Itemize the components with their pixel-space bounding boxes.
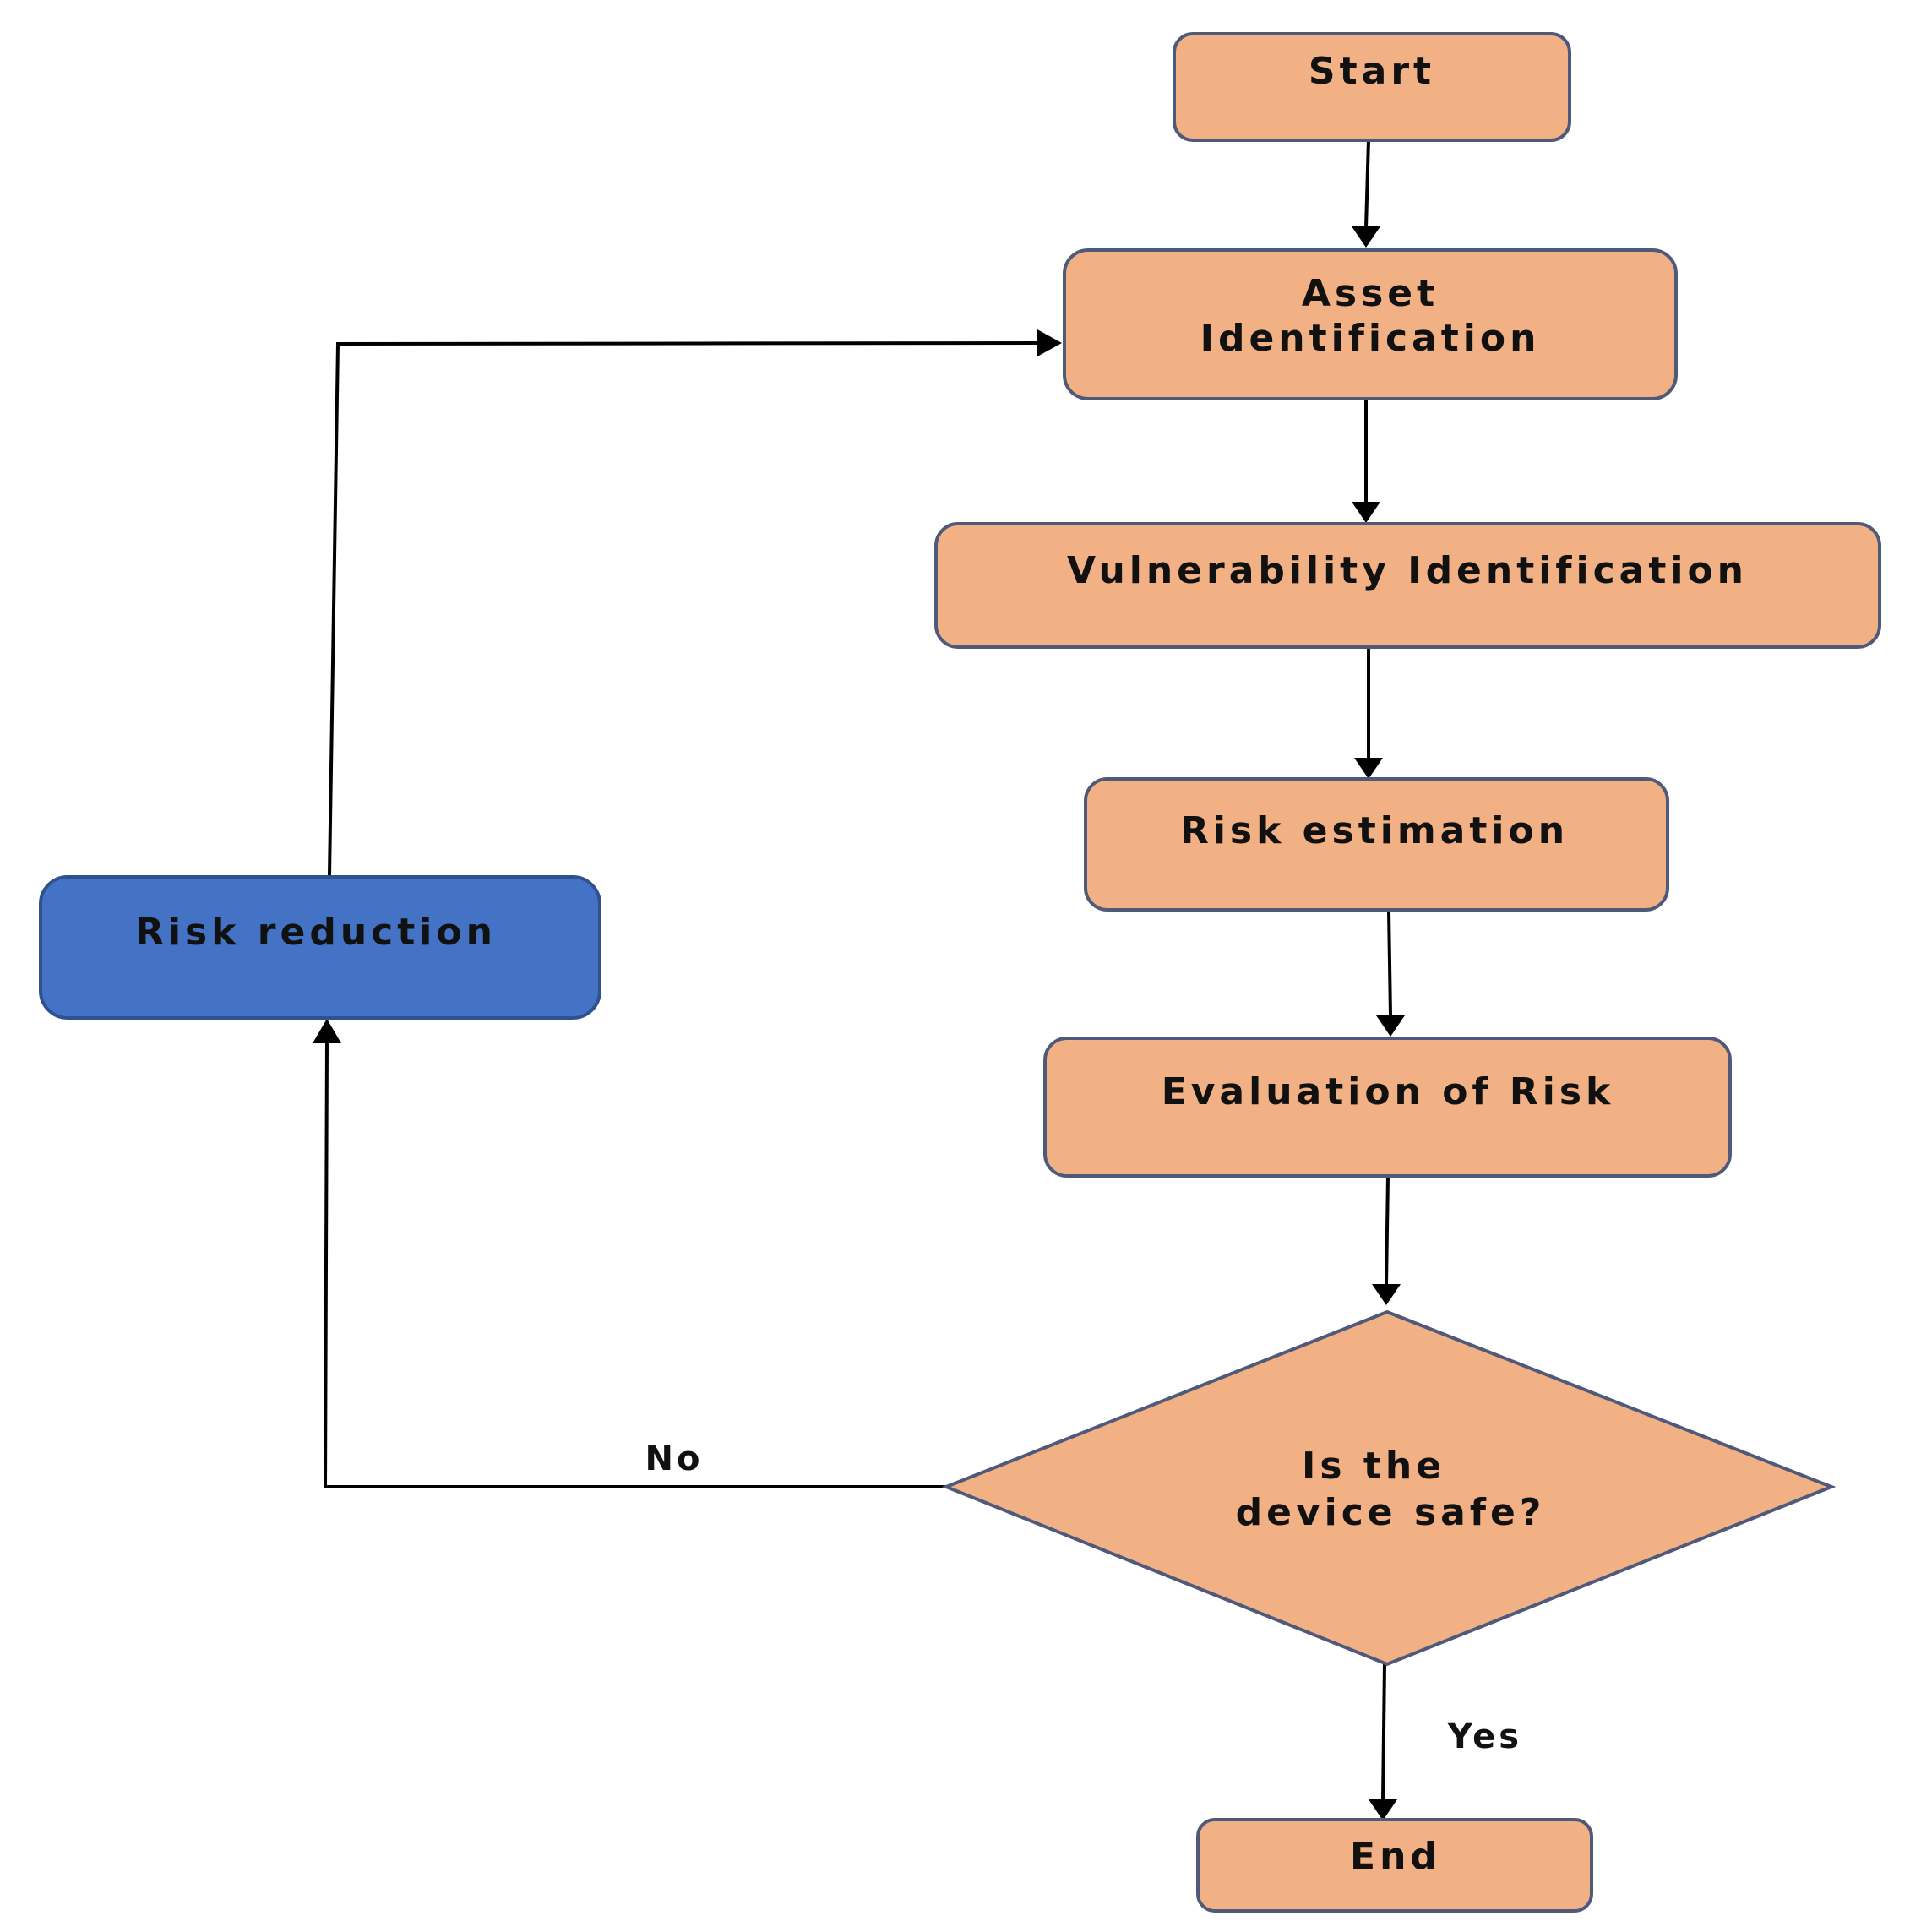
arrow-start-to-asset <box>1364 139 1370 229</box>
arrowhead-start-to-asset <box>1352 226 1380 248</box>
decision-label-line2: device safe? <box>1236 1491 1546 1534</box>
node-end: End <box>1196 1818 1593 1913</box>
arrow-evaluation-to-decision <box>1385 1176 1390 1285</box>
node-evaluation-of-risk: Evaluation of Risk <box>1043 1037 1732 1178</box>
node-start: Start <box>1173 32 1571 142</box>
node-risk-reduction: Risk reduction <box>39 875 601 1020</box>
end-label: End <box>1350 1835 1441 1878</box>
arrowhead-decision-to-end <box>1369 1799 1397 1820</box>
risk-estimation-label: Risk estimation <box>1180 809 1569 852</box>
arrowhead-evaluation-to-decision <box>1372 1284 1401 1305</box>
edge-label-no: No <box>645 1439 704 1478</box>
asset-label-line2: Identification <box>1200 317 1541 360</box>
vulnerability-identification-shape <box>934 522 1881 649</box>
start-label: Start <box>1309 50 1435 93</box>
asset-identification-shape <box>1063 248 1678 400</box>
arrow-decision-to-end <box>1381 1663 1386 1800</box>
arrowhead-vulnerability-to-estimation <box>1354 758 1383 779</box>
evaluation-label: Evaluation of Risk <box>1162 1070 1615 1113</box>
end-shape <box>1196 1818 1593 1913</box>
arrowhead-asset-to-vulnerability <box>1352 502 1380 523</box>
risk-reduction-shape <box>39 875 601 1020</box>
arrow-estimation-to-evaluation <box>1387 910 1392 1016</box>
node-risk-estimation: Risk estimation <box>1084 777 1669 912</box>
node-decision: Is the device safe? <box>941 1309 1837 1667</box>
start-shape <box>1173 32 1571 142</box>
node-asset-identification: Asset Identification <box>1063 248 1678 400</box>
node-vulnerability-identification: Vulnerability Identification <box>934 522 1881 649</box>
arrowhead-decision-to-reduction <box>313 1019 341 1043</box>
arrow-decision-to-reduction <box>323 1042 946 1488</box>
arrowhead-reduction-to-asset <box>1037 329 1062 356</box>
decision-label-line1: Is the <box>1302 1445 1445 1488</box>
arrow-reduction-to-asset <box>328 341 1040 876</box>
edge-label-yes: Yes <box>1447 1717 1522 1756</box>
connectors <box>313 139 1405 1820</box>
decision-diamond <box>941 1309 1837 1667</box>
risk-estimation-shape <box>1084 777 1669 912</box>
risk-reduction-label: Risk reduction <box>135 911 497 954</box>
asset-label-line1: Asset <box>1302 272 1439 315</box>
arrowhead-estimation-to-evaluation <box>1376 1015 1405 1037</box>
vulnerability-label: Vulnerability Identification <box>1067 549 1748 592</box>
evaluation-of-risk-shape <box>1043 1037 1732 1178</box>
